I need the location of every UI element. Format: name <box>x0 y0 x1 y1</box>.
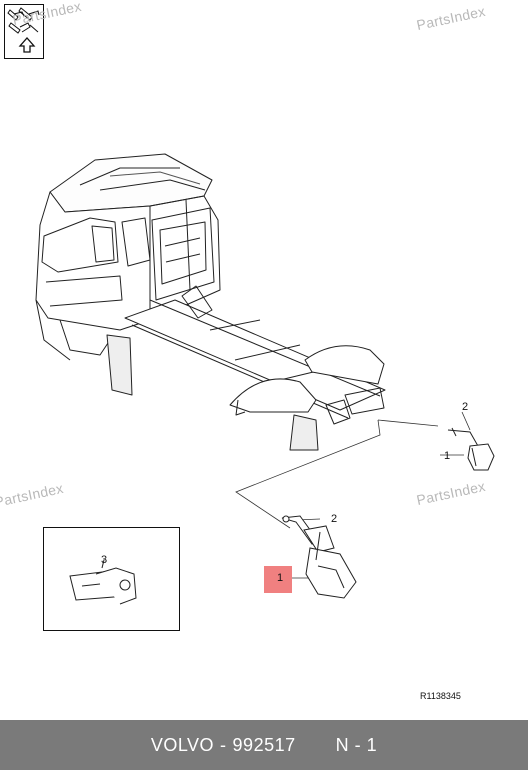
truck-cab-drawing <box>35 153 386 451</box>
callout-2-upper: 2 <box>462 401 469 413</box>
highlighted-part-callout[interactable]: 1 <box>264 566 292 593</box>
truck-chassis-diagram <box>35 153 495 605</box>
footer-part-number: 992517 <box>232 734 296 755</box>
diagram-reference-code: R1138345 <box>420 691 461 701</box>
footer-bar: VOLVO - 992517 N - 1 <box>0 720 528 770</box>
callout-2-lower: 2 <box>331 513 338 525</box>
parts-navigation-icon[interactable] <box>4 4 44 59</box>
clip-detail <box>69 559 137 605</box>
callout-1-lower: 1 <box>277 572 284 584</box>
leader-lines <box>235 411 471 579</box>
callout-3: 3 <box>101 554 108 566</box>
callout-1-upper: 1 <box>444 450 451 462</box>
mudflap-bracket-upper <box>447 427 495 471</box>
detail-inset-box: 3 <box>43 527 180 631</box>
footer-page: N - 1 <box>335 734 378 755</box>
footer-brand: VOLVO <box>150 734 215 755</box>
mudflap-bracket-lower <box>281 515 357 599</box>
footer-separator: - <box>220 734 227 755</box>
